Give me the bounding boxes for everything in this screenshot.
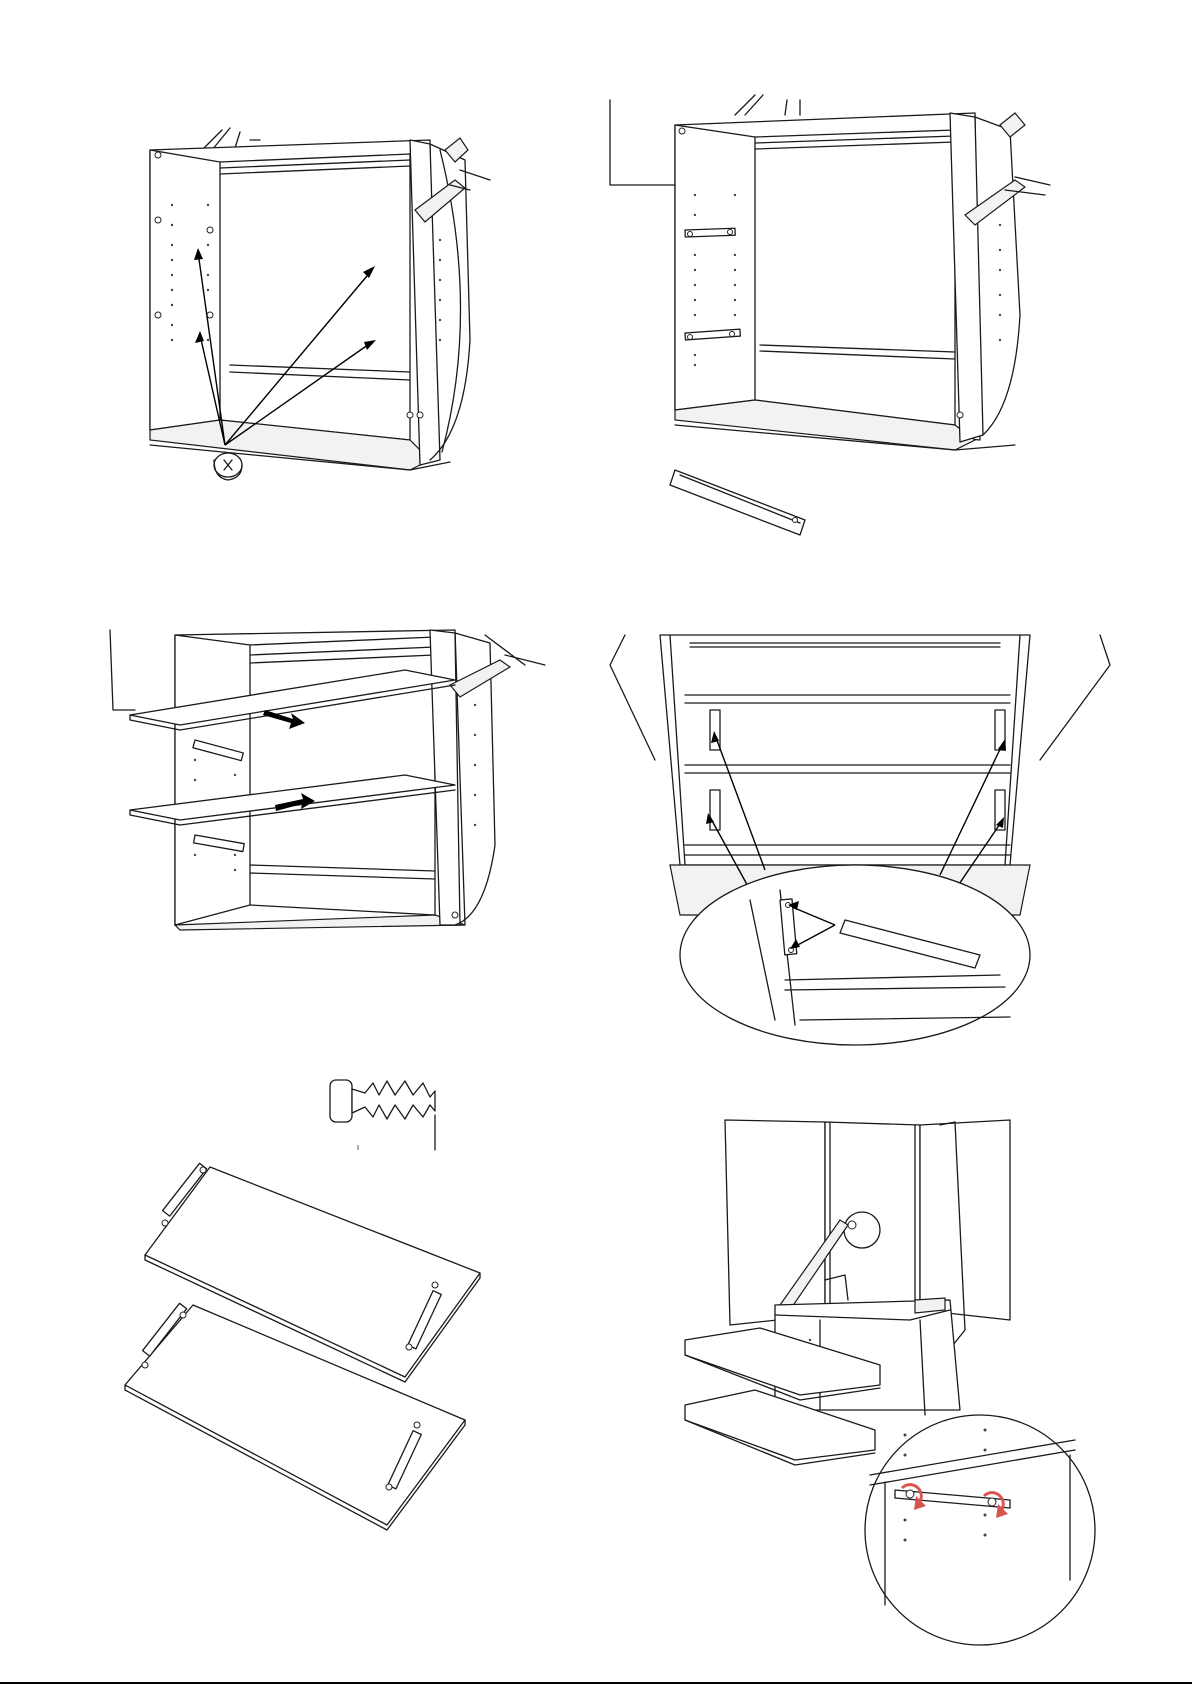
wood-screw-icon bbox=[330, 1080, 435, 1150]
step-3-illustration bbox=[105, 625, 565, 955]
step-4-illustration bbox=[610, 625, 1110, 1045]
step-6-detail bbox=[865, 1415, 1095, 1645]
page-bottom-rule bbox=[0, 1682, 1192, 1684]
step-6-illustration bbox=[680, 1110, 1080, 1610]
magnifier-detail-icon bbox=[680, 865, 1030, 1045]
step-1-illustration bbox=[110, 110, 510, 530]
screw-icon bbox=[214, 453, 242, 480]
rail-icon bbox=[670, 470, 805, 535]
step-5-illustration bbox=[125, 1075, 525, 1535]
step-2-illustration bbox=[605, 95, 1085, 545]
